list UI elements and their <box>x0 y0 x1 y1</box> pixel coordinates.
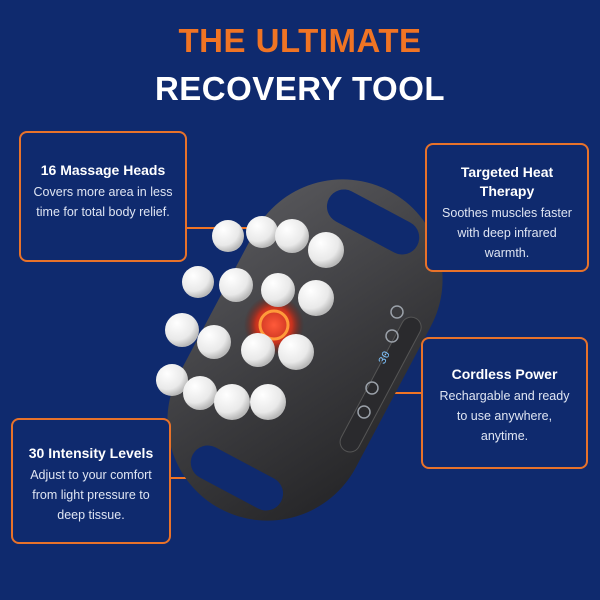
feature-description: Adjust to your comfort from light pressu… <box>30 468 152 522</box>
massage-ball <box>261 273 295 307</box>
feature-card-heat-therapy: Targeted Heat Therapy Soothes muscles fa… <box>425 143 589 272</box>
massage-ball <box>182 266 214 298</box>
headline-line-1: THE ULTIMATE <box>178 22 422 59</box>
massage-ball <box>241 333 275 367</box>
massage-ball <box>275 219 309 253</box>
feature-heading: 30 Intensity Levels <box>28 445 154 461</box>
massage-ball <box>214 384 250 420</box>
massage-ball <box>250 384 286 420</box>
headline-line-2: RECOVERY TOOL <box>154 70 446 107</box>
feature-description: Soothes muscles faster with deep infrare… <box>442 206 572 260</box>
plus-button-icon <box>390 305 404 319</box>
massage-heads <box>156 216 344 420</box>
feature-card-massage-heads: 16 Massage Heads Covers more area in les… <box>19 131 187 262</box>
control-panel <box>357 305 404 419</box>
massage-ball <box>156 364 188 396</box>
feature-heading: Cordless Power <box>451 366 558 382</box>
heat-ring <box>258 309 290 341</box>
feature-heading: Targeted Heat Therapy <box>460 164 554 199</box>
feature-heading: 16 Massage Heads <box>40 162 166 178</box>
massage-ball <box>298 280 334 316</box>
massage-ball <box>278 334 314 370</box>
feature-description: Rechargable and ready to use anywhere, a… <box>439 389 570 443</box>
feature-card-intensity-levels: 30 Intensity Levels Adjust to your comfo… <box>11 418 171 544</box>
power-button-icon <box>365 381 379 395</box>
massage-ball <box>246 216 278 248</box>
massage-ball <box>219 268 253 302</box>
feature-card-cordless-power: Cordless Power Rechargable and ready to … <box>421 337 588 469</box>
massage-ball <box>197 325 231 359</box>
massage-ball <box>212 220 244 252</box>
feature-description: Covers more area in less time for total … <box>33 185 173 219</box>
minus-button-icon <box>385 329 399 343</box>
massage-ball <box>165 313 199 347</box>
device-display: 30 <box>377 350 394 367</box>
massage-ball <box>308 232 344 268</box>
mode-button-icon <box>357 405 371 419</box>
massage-ball <box>183 376 217 410</box>
